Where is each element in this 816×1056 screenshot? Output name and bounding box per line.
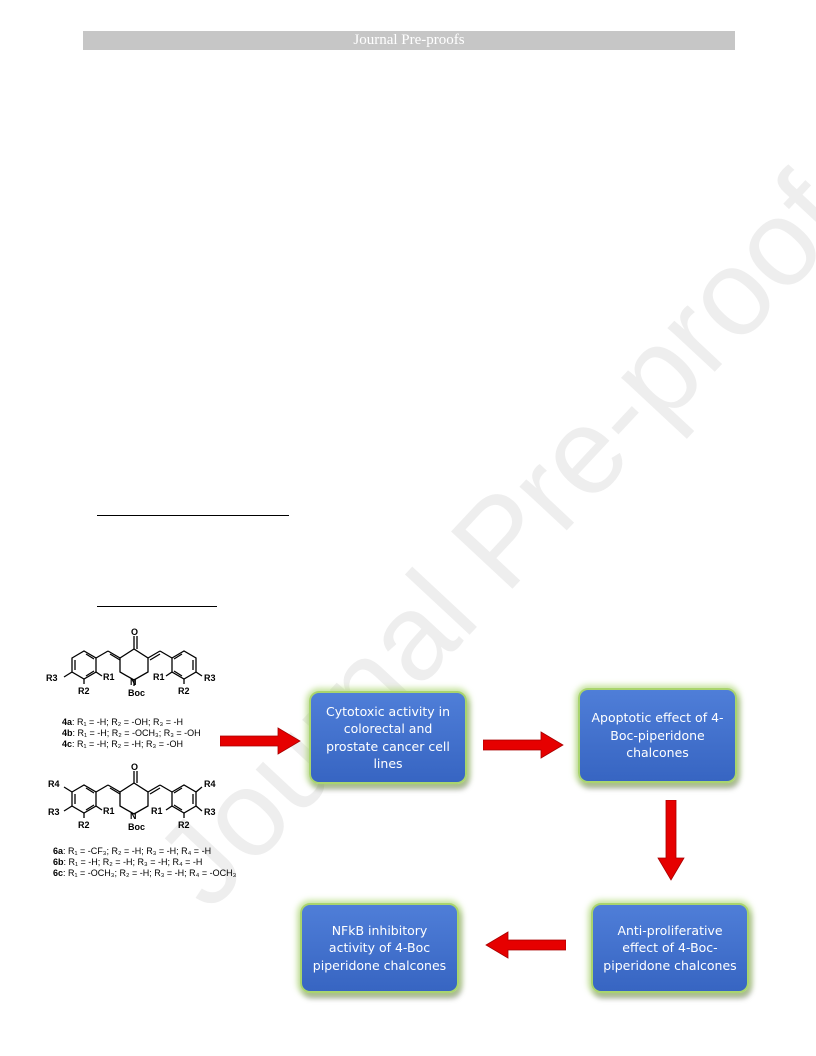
r2-right-label: R2 [178, 686, 190, 696]
section-rule-2 [97, 606, 217, 607]
r3-left-label: R3 [48, 807, 60, 817]
r2-left-label: R2 [78, 686, 90, 696]
compound-entry: 6b: R₁ = -H; R₂ = -H; R₃ = -H; R₄ = -H [53, 857, 203, 867]
r2-right-label: R2 [178, 820, 190, 830]
compound-entry: 4a: R₁ = -H; R₂ = -OH; R₃ = -H [62, 717, 183, 727]
compound-legend-6: 6a: R₁ = -CF₃; R₂ = -H; R₃ = -H; R₄ = -H… [53, 846, 236, 879]
flow-box-antiproliferative: Anti-proliferative effect of 4-Boc-piper… [591, 903, 749, 993]
compound-entry: 4b: R₁ = -H; R₂ = -OCH₃; R₃ = -OH [62, 728, 201, 738]
compound-legend-4: 4a: R₁ = -H; R₂ = -OH; R₃ = -H 4b: R₁ = … [62, 717, 201, 750]
boc-label: Boc [128, 688, 145, 698]
arrow-right-icon [483, 731, 564, 759]
r4-left-label: R4 [48, 779, 60, 789]
r3-right-label: R3 [204, 807, 216, 817]
r4-right-label: R4 [204, 779, 216, 789]
oxygen-label: O [131, 762, 138, 772]
r1-right-label: R1 [153, 672, 165, 682]
nitrogen-label: N [130, 677, 137, 687]
r3-right-label: R3 [204, 673, 216, 683]
arrow-right-icon [220, 727, 301, 755]
r3-left-label: R3 [46, 673, 58, 683]
flow-box-apoptotic: Apoptotic effect of 4-Boc-piperidone cha… [578, 688, 737, 783]
journal-header-title: Journal Pre-proofs [353, 32, 465, 48]
flow-box-nfkb: NFkB inhibitory activity of 4-Boc piperi… [300, 903, 459, 993]
compound-entry: 6a: R₁ = -CF₃; R₂ = -H; R₃ = -H; R₄ = -H [53, 846, 212, 856]
compound-entry: 4c: R₁ = -H; R₂ = -H; R₃ = -OH [62, 739, 183, 749]
r1-left-label: R1 [103, 806, 115, 816]
r1-left-label: R1 [103, 672, 115, 682]
chemical-structure-6: O N Boc R4 R3 R2 R1 R1 R2 R3 R4 [48, 762, 216, 832]
nitrogen-label: N [130, 811, 137, 821]
r1-right-label: R1 [151, 806, 163, 816]
chemical-structure-4: O N Boc R3 R2 R1 R1 R2 R3 [46, 627, 216, 698]
arrow-down-icon [657, 800, 685, 881]
journal-header-bar: Journal Pre-proofs [83, 31, 735, 50]
oxygen-label: O [131, 627, 138, 637]
flow-box-cytotoxic: Cytotoxic activity in colorectal and pro… [309, 691, 467, 784]
boc-label: Boc [128, 822, 145, 832]
section-rule-1 [97, 515, 289, 516]
compound-entry: 6c: R₁ = -OCH₃; R₂ = -H; R₃ = -H; R₄ = -… [53, 868, 237, 878]
r2-left-label: R2 [78, 820, 90, 830]
arrow-left-icon [485, 931, 566, 959]
